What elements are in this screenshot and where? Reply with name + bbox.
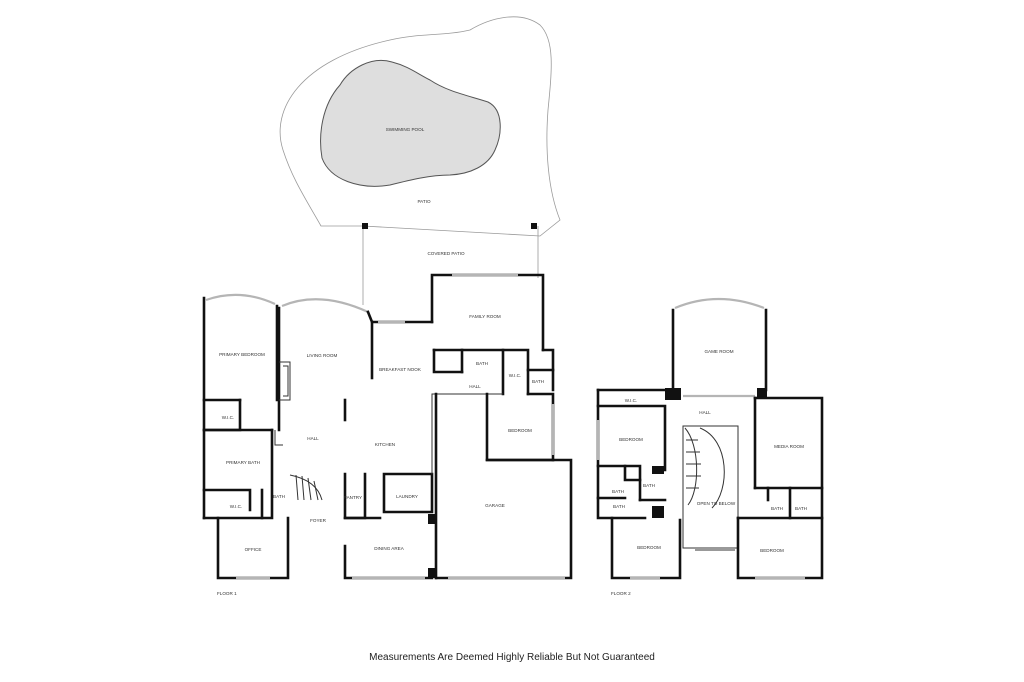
column [531, 223, 537, 229]
room-label-pantry: PANTRY [344, 495, 362, 500]
room-label-game-room: GAME ROOM [704, 349, 733, 354]
room-label-breakfast-nook: BREAKFAST NOOK [379, 367, 422, 372]
swimming-pool [320, 60, 501, 187]
room-label-bath: BATH [771, 506, 783, 511]
room-label-dining-area: DINING AREA [374, 546, 405, 551]
floor-2-plan [596, 297, 824, 580]
room-label-wic: W.I.C. [625, 398, 638, 403]
room-label-hall: HALL [699, 410, 711, 415]
room-label-bath: BATH [273, 494, 285, 499]
room-label-media-room: MEDIA ROOM [774, 444, 804, 449]
disclaimer-text: Measurements Are Deemed Highly Reliable … [369, 652, 655, 663]
room-label-bath: BATH [612, 489, 624, 494]
room-label-open-to-below: OPEN TO BELOW [697, 501, 736, 506]
room-label-patio: PATIO [417, 199, 431, 204]
room-label-wic: W.I.C. [230, 504, 243, 509]
room-label-hall: HALL [307, 436, 319, 441]
room-label-bedroom: BEDROOM [619, 437, 643, 442]
room-label-bath: BATH [532, 379, 544, 384]
floor-1-plan [202, 273, 573, 580]
room-label-primary-bedroom: PRIMARY BEDROOM [219, 352, 265, 357]
room-label-bedroom: BEDROOM [637, 545, 661, 550]
room-label-bath: BATH [476, 361, 488, 366]
room-label-garage: GARAGE [485, 503, 505, 508]
room-label-primary-bath: PRIMARY BATH [226, 460, 260, 465]
room-label-foyer: FOYER [310, 518, 327, 523]
room-label-kitchen: KITCHEN [375, 442, 395, 447]
room-label-bath: BATH [643, 483, 655, 488]
floor-label-1: FLOOR 1 [217, 591, 237, 596]
room-label-wic: W.I.C. [222, 415, 235, 420]
floor-label-2: FLOOR 2 [611, 591, 631, 596]
room-label-family-room: FAMILY ROOM [469, 314, 501, 319]
column [362, 223, 368, 229]
room-label-bedroom: BEDROOM [508, 428, 532, 433]
room-label-covered-patio: COVERED PATIO [427, 251, 465, 256]
room-label-laundry: LAUNDRY [396, 494, 418, 499]
room-label-living-room: LIVING ROOM [307, 353, 338, 358]
patio-outline [279, 16, 561, 237]
room-label-office: OFFICE [245, 547, 262, 552]
room-label-bath: BATH [613, 504, 625, 509]
room-label-swimming-pool: SWIMMING POOL [386, 127, 425, 132]
room-label-bath: BATH [795, 506, 807, 511]
room-label-hall: HALL [469, 384, 481, 389]
room-label-bedroom: BEDROOM [760, 548, 784, 553]
room-label-wic: W.I.C. [509, 373, 522, 378]
